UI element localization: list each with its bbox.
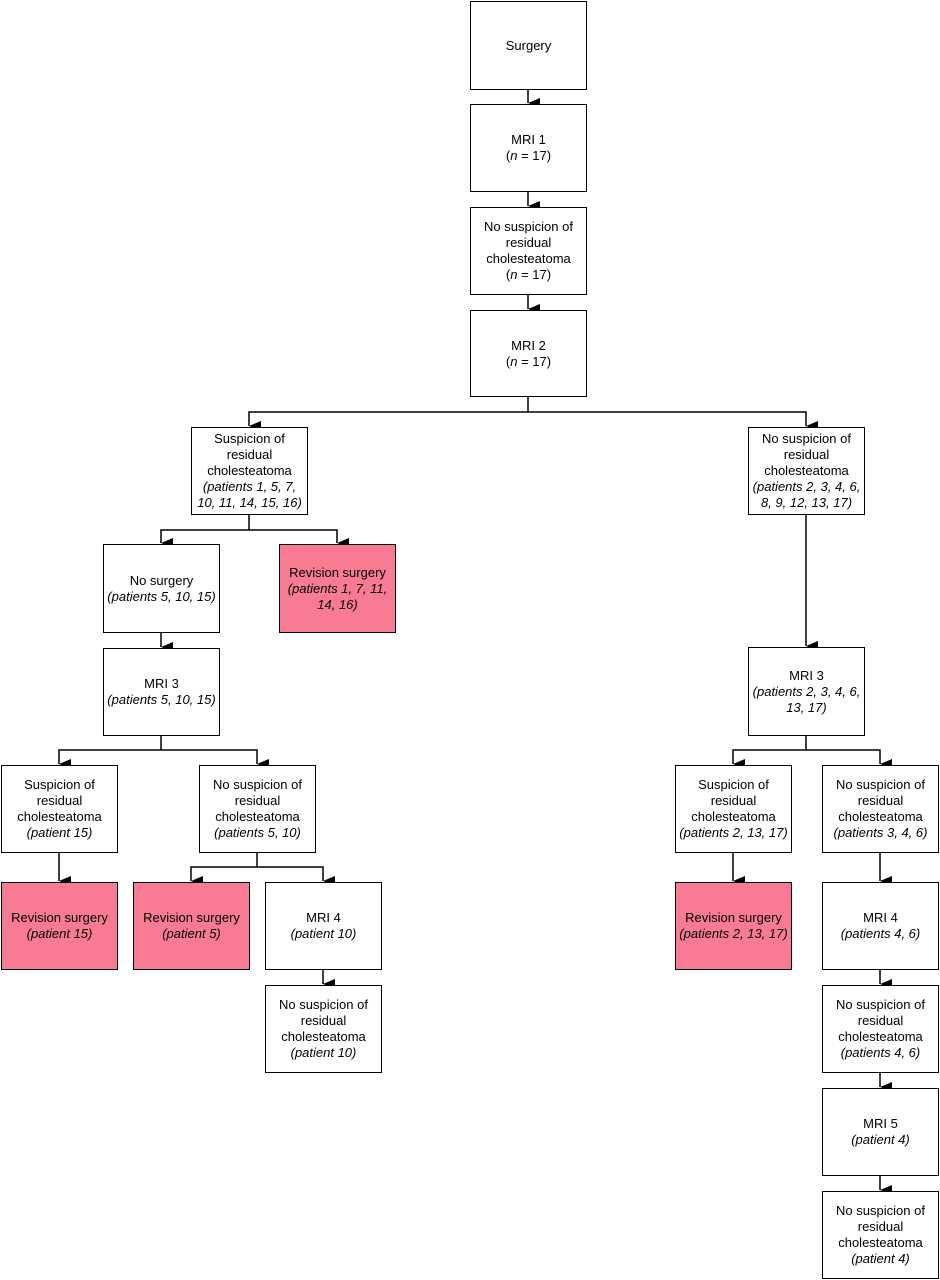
node-patients: (patients 5, 10) (214, 825, 301, 840)
branch-mri3-left (58, 736, 162, 769)
branch-suspicion (160, 515, 250, 548)
node-title: Suspicion of residual cholesteatoma (691, 777, 776, 824)
n-symbol: n (510, 267, 518, 282)
node-title: No suspicion of residual cholesteatoma (836, 1203, 925, 1250)
node-title: Revision surgery (685, 910, 782, 925)
node-patients: (patients 1, 7, 11, 14, 16) (287, 580, 388, 612)
node-title: No suspicion of residual cholesteatoma (279, 997, 368, 1044)
node-mri1: MRI 1 (n = 17) (470, 104, 587, 192)
branch-suspicion-right (249, 529, 349, 548)
node-title: No suspicion of residual cholesteatoma (484, 219, 573, 266)
node-no-suspicion-10: No suspicion of residual cholesteatoma (… (265, 985, 382, 1073)
node-surgery: Surgery (470, 1, 587, 90)
node-title: MRI 1 (511, 132, 546, 147)
node-no-suspicion-b: No suspicion of residual cholesteatoma (… (748, 427, 865, 515)
node-title: No suspicion of residual cholesteatoma (836, 777, 925, 824)
n-symbol: n (510, 148, 518, 163)
node-title: Revision surgery (143, 910, 240, 925)
node-suspicion-15: Suspicion of residual cholesteatoma (pat… (1, 765, 118, 853)
node-patients: (patient 10) (290, 1045, 357, 1060)
node-title: No surgery (129, 572, 194, 588)
node-patients: (patients 1, 5, 7, 10, 11, 14, 15, 16) (197, 479, 302, 510)
node-mri3-right: MRI 3 (patients 2, 3, 4, 6, 13, 17) (748, 647, 865, 736)
node-patients: (patients 2, 3, 4, 6, 13, 17) (752, 683, 861, 715)
node-patients: (patients 4, 6) (840, 1045, 921, 1060)
node-title: Revision surgery (289, 564, 386, 580)
node-patients: (patient 15) (26, 926, 93, 941)
node-revision-a: Revision surgery (patients 1, 7, 11, 14,… (279, 544, 396, 633)
node-no-suspicion-4-6: No suspicion of residual cholesteatoma (… (822, 985, 939, 1073)
n-value: = 17) (517, 267, 552, 282)
node-patients: (patients 4, 6) (840, 926, 921, 941)
node-title: Suspicion of residual cholesteatoma (17, 777, 102, 824)
node-suspicion-a: Suspicion of residual cholesteatoma (pat… (191, 427, 308, 515)
node-count: (n = 17) (505, 267, 552, 282)
node-mri4-10: MRI 4 (patient 10) (265, 882, 382, 970)
node-suspicion-2-13-17: Suspicion of residual cholesteatoma (pat… (675, 765, 792, 853)
branch-nosusp-5-10-right (257, 866, 335, 886)
node-no-suspicion-5-10: No suspicion of residual cholesteatoma (… (199, 765, 316, 853)
node-patients: (patients 2, 3, 4, 6, 8, 9, 12, 13, 17) (752, 479, 861, 510)
node-revision-15: Revision surgery (patient 15) (1, 882, 118, 970)
node-count: (n = 17) (505, 353, 552, 369)
node-title: No suspicion of residual cholesteatoma (213, 777, 302, 824)
node-mri4-4-6: MRI 4 (patients 4, 6) (822, 882, 939, 970)
node-title: MRI 2 (511, 337, 546, 353)
node-revision-2-13-17: Revision surgery (patients 2, 13, 17) (675, 882, 792, 970)
node-count: (n = 17) (505, 148, 552, 163)
node-mri5: MRI 5 (patient 4) (822, 1088, 939, 1176)
node-no-suspicion-1: No suspicion of residual cholesteatoma (… (470, 207, 587, 295)
branch-mri3-right-right (806, 749, 892, 769)
node-revision-5: Revision surgery (patient 5) (133, 882, 250, 970)
node-no-suspicion-3-4-6: No suspicion of residual cholesteatoma (… (822, 765, 939, 853)
node-patients: (patients 2, 13, 17) (679, 926, 788, 941)
node-title: MRI 4 (863, 910, 898, 925)
node-patients: (patient 10) (290, 926, 357, 941)
node-title: Revision surgery (11, 910, 108, 925)
node-title: MRI 4 (306, 910, 341, 925)
n-symbol: n (510, 353, 518, 369)
node-patients: (patients 2, 13, 17) (679, 825, 788, 840)
node-mri3-left: MRI 3 (patients 5, 10, 15) (103, 648, 220, 736)
node-title: Suspicion of residual cholesteatoma (207, 431, 292, 478)
branch-mri3-right (732, 736, 807, 769)
branch-mri2 (248, 397, 529, 431)
n-value: = 17) (517, 148, 552, 163)
node-patients: (patient 4) (851, 1132, 910, 1147)
node-no-surgery: No surgery (patients 5, 10, 15) (103, 544, 220, 633)
node-no-suspicion-4: No suspicion of residual cholesteatoma (… (822, 1191, 939, 1279)
node-patients: (patient 4) (851, 1251, 910, 1266)
node-patients: (patients 5, 10, 15) (107, 588, 216, 604)
node-title: No suspicion of residual cholesteatoma (836, 997, 925, 1044)
node-title: No suspicion of residual cholesteatoma (762, 431, 851, 478)
node-title: MRI 3 (789, 667, 824, 683)
node-title: Surgery (505, 37, 552, 53)
node-title: MRI 5 (863, 1116, 898, 1131)
node-mri2: MRI 2 (n = 17) (470, 310, 587, 397)
node-title: MRI 3 (144, 676, 179, 691)
node-patients: (patients 5, 10, 15) (107, 692, 216, 707)
node-patients: (patient 15) (26, 825, 93, 840)
branch-mri3-left-right (161, 749, 269, 769)
branch-nosusp-5-10 (190, 853, 258, 886)
n-value: = 17) (517, 353, 552, 369)
node-patients: (patient 5) (162, 926, 221, 941)
node-patients: (patients 3, 4, 6) (833, 825, 928, 840)
branch-mri2-right (528, 411, 818, 431)
